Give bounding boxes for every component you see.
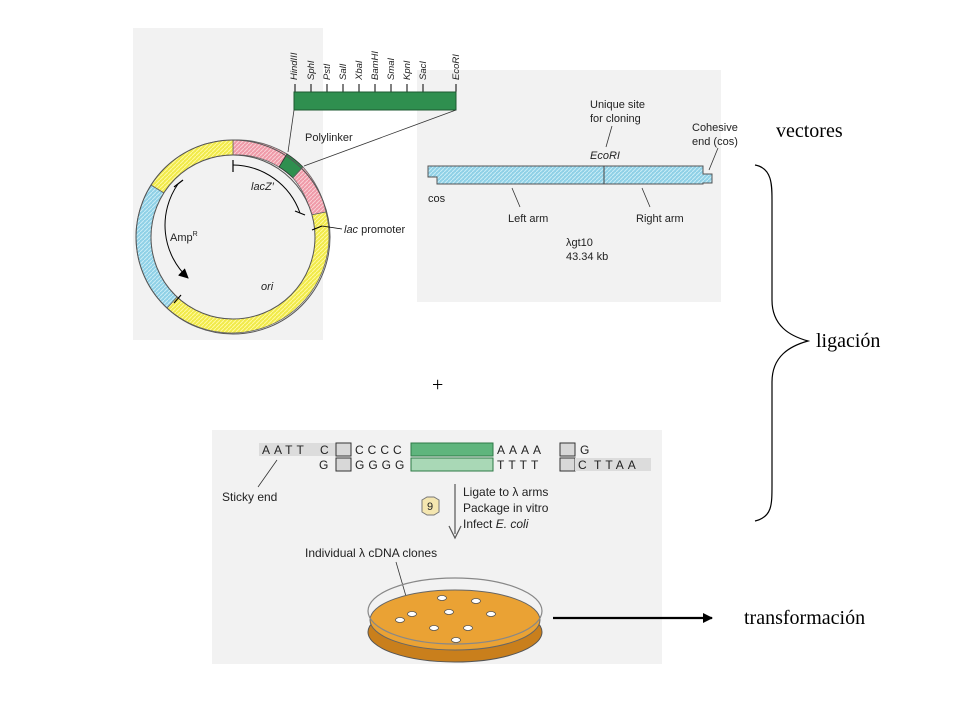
cohesive-label-line2: end (cos) [692, 136, 738, 148]
top-strand-sticky-bg [259, 443, 336, 456]
ampr-arrow [164, 183, 189, 279]
lacz-arrow [232, 164, 301, 214]
bottom-c: C [578, 458, 591, 472]
lambda-dna-bar [427, 165, 713, 185]
left-arm-label: Left arm [508, 213, 548, 225]
ligation-brace [754, 164, 811, 522]
cdna-adapter-diagram: AATT C CCCC AAAA G G GGGG TTTT C TTAA St… [222, 442, 651, 611]
cos-label: cos [428, 193, 446, 205]
phage-plaques [395, 595, 496, 643]
top-aaaa: AAAA [497, 443, 545, 457]
plasmid-diagram: HindIII SphI PstI SalI XbaI BamHI SmaI K… [135, 51, 462, 335]
unique-site-label-line1: Unique site [590, 99, 645, 111]
site-sali: SalI [338, 63, 349, 80]
vector-size-label: 43.34 kb [566, 251, 608, 263]
polylinker-bar [293, 91, 457, 111]
bottom-gggg: GGGG [355, 458, 408, 472]
site-hindiii: HindIII [289, 52, 300, 80]
bottom-sticky-sequence: TTAA [594, 458, 640, 472]
site-psti: PstI [322, 63, 333, 80]
vector-name-label: λgt10 [566, 237, 593, 249]
lambda-figure-panel [417, 70, 721, 302]
ampr-label: AmpR [170, 231, 198, 244]
sticky-end-label: Sticky end [222, 490, 277, 504]
vectores-label: vectores [776, 120, 843, 142]
process-arrow [448, 525, 462, 540]
unique-site-label-line2: for cloning [590, 113, 641, 125]
site-saci: SacI [418, 61, 429, 80]
cdna-top-strand [410, 442, 494, 457]
polylinker-site-labels: HindIII SphI PstI SalI XbaI BamHI SmaI K… [289, 51, 462, 81]
step-number: 9 [427, 501, 433, 513]
site-smai: SmaI [386, 57, 397, 80]
polylinker-label: Polylinker [305, 132, 353, 144]
cdna-bottom-strand [410, 457, 494, 472]
top-sticky-sequence: AATT [262, 443, 308, 457]
top-cccc: CCCC [355, 443, 406, 457]
lambda-vector-diagram: Unique site for cloning EcoRI Cohesive e… [427, 99, 738, 263]
right-arm-label: Right arm [636, 213, 684, 225]
transformacion-label: transformación [744, 607, 866, 629]
site-sphi: SphI [306, 60, 317, 80]
site-kpni: KpnI [402, 60, 413, 80]
top-g: G [580, 443, 593, 457]
step-line-3: Infect E. coli [463, 517, 529, 531]
site-bamhi: BamHI [370, 51, 381, 80]
bottom-tttt: TTTT [497, 458, 542, 472]
ori-label: ori [261, 281, 274, 293]
cohesive-label-line1: Cohesive [692, 122, 738, 134]
ligacion-label: ligación [816, 330, 881, 352]
petri-dish [367, 577, 543, 663]
bottom-strand-sticky-bg [575, 458, 651, 471]
top-c: C [320, 443, 333, 457]
lac-promoter-label: lac promoter [344, 224, 405, 236]
step-line-2: Package in vitro [463, 501, 549, 515]
site-ecori: EcoRI [451, 54, 462, 80]
plus-sign: + [432, 374, 443, 396]
step-line-1: Ligate to λ arms [463, 485, 548, 499]
lacz-label: lacZ′ [251, 181, 275, 193]
bottom-g: G [319, 458, 332, 472]
ecori-label: EcoRI [590, 150, 620, 162]
step-badge [421, 496, 440, 516]
polylinker-ticks [294, 84, 457, 92]
site-xbai: XbaI [354, 60, 365, 81]
clones-label: Individual λ cDNA clones [305, 546, 437, 560]
